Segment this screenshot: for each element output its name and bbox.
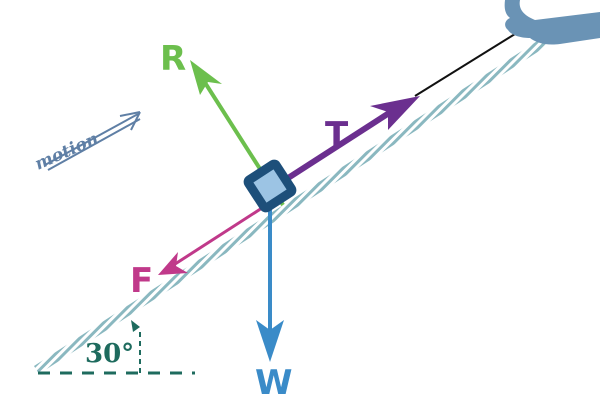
angle-label: 30° bbox=[85, 339, 134, 369]
motion-arrow-icon bbox=[44, 111, 141, 171]
pulling-hand-icon bbox=[504, 0, 600, 45]
reaction-label: R bbox=[160, 39, 186, 79]
incline-surface bbox=[34, 36, 550, 374]
tension-arrow bbox=[283, 103, 402, 183]
friction-label: F bbox=[130, 261, 153, 301]
friction-arrowhead-icon bbox=[158, 252, 188, 275]
angle-arrow-icon bbox=[131, 320, 140, 332]
rope bbox=[414, 33, 516, 97]
weight-arrowhead-icon bbox=[256, 320, 284, 362]
block bbox=[243, 159, 297, 213]
friction-arrow bbox=[171, 206, 263, 268]
tension-label: T bbox=[325, 115, 349, 155]
motion-label: motion bbox=[32, 129, 102, 175]
tension-arrowhead-icon bbox=[370, 96, 420, 130]
weight-label: W bbox=[255, 363, 293, 400]
reaction-arrowhead-icon bbox=[190, 60, 222, 95]
